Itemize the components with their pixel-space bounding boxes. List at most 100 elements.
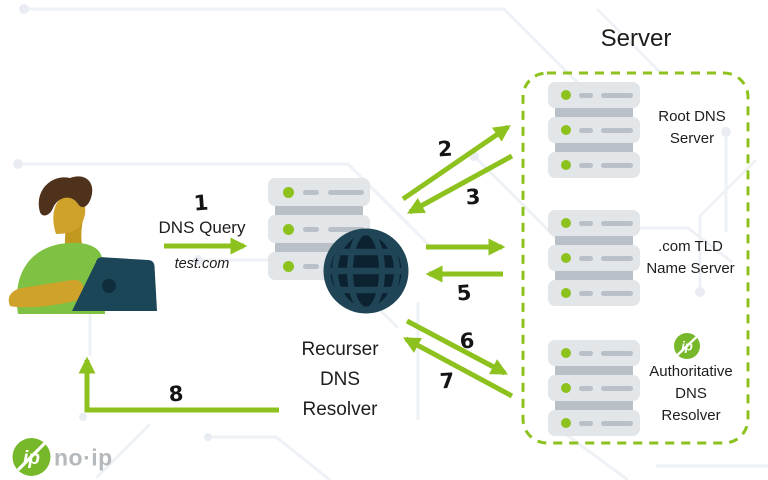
- dash: [303, 189, 319, 195]
- server-connector: [275, 206, 363, 215]
- dash: [303, 226, 319, 232]
- status-dot: [561, 218, 571, 228]
- badge-monogram: ip: [681, 339, 693, 354]
- step-3-number: 3: [464, 184, 482, 210]
- logo-wordmark: no·ip: [54, 445, 113, 471]
- resolver-label-line: Recurser: [301, 339, 379, 360]
- status-dot: [561, 348, 571, 358]
- root-dns-label-line: Root DNS: [658, 108, 726, 125]
- server-unit: [548, 152, 640, 178]
- tld-name-server: [548, 210, 640, 306]
- dash: [601, 127, 633, 133]
- dash: [579, 290, 593, 296]
- dash: [328, 189, 364, 195]
- status-dot: [283, 186, 294, 198]
- server-unit: [548, 280, 640, 306]
- tld-label: .com TLD Name Server: [628, 236, 753, 280]
- server-unit: [548, 210, 640, 236]
- status-dot: [561, 288, 571, 298]
- user-illustration: [8, 176, 157, 314]
- noip-badge-icon: ip: [674, 333, 700, 359]
- server-unit: [268, 178, 370, 206]
- dash: [601, 290, 633, 296]
- dash: [601, 220, 633, 226]
- step-5-number: 5: [455, 280, 473, 306]
- person-torso: [16, 242, 105, 314]
- arrow-step6: [405, 318, 509, 376]
- logo-monogram: ip: [23, 448, 40, 469]
- server-connector: [555, 366, 633, 375]
- dash: [328, 263, 364, 269]
- server-unit: [548, 82, 640, 108]
- resolver-label: Recurser DNS Resolver: [282, 335, 398, 425]
- server-unit: [268, 215, 370, 243]
- status-dot: [561, 253, 571, 263]
- step-8-number: 8: [167, 381, 185, 407]
- person-face: [53, 194, 86, 234]
- person-neck: [65, 216, 83, 247]
- authoritative-dns-server: [548, 340, 640, 436]
- tld-label-line: Name Server: [646, 260, 735, 277]
- server-group-title: Server: [600, 25, 672, 52]
- root-dns-server: [548, 82, 640, 178]
- query-domain-text: test.com: [174, 256, 230, 272]
- status-dot: [561, 90, 571, 100]
- dash: [579, 350, 593, 356]
- server-connector: [275, 243, 363, 252]
- dash: [579, 92, 593, 98]
- recursive-resolver-server: [268, 178, 370, 280]
- tld-label-line: .com TLD: [658, 238, 723, 255]
- resolver-label-line: DNS: [319, 369, 361, 390]
- status-dot: [561, 160, 571, 170]
- dash: [579, 220, 593, 226]
- server-connector: [555, 236, 633, 245]
- dash: [303, 263, 319, 269]
- server-unit: [548, 340, 640, 366]
- status-dot: [283, 223, 294, 235]
- authoritative-label-line: DNS: [675, 385, 707, 402]
- server-connector: [555, 401, 633, 410]
- laptop: [72, 257, 157, 311]
- server-unit: [548, 375, 640, 401]
- dash: [579, 127, 593, 133]
- authoritative-label-line: Authoritative: [649, 363, 733, 380]
- dash: [579, 255, 593, 261]
- dash: [328, 226, 364, 232]
- server-unit: [268, 252, 370, 280]
- dash: [601, 162, 633, 168]
- status-dot: [561, 125, 571, 135]
- arrow-step3: [407, 153, 514, 215]
- dns-query-label: DNS Query: [158, 218, 246, 237]
- laptop-logo: [102, 279, 116, 293]
- server-connector: [555, 108, 633, 117]
- dash: [601, 420, 633, 426]
- dash: [601, 255, 633, 261]
- authoritative-label: Authoritative DNS Resolver: [632, 361, 750, 427]
- arrow-step2: [401, 124, 511, 202]
- status-dot: [561, 383, 571, 393]
- root-dns-label-line: Server: [669, 130, 715, 147]
- server-connector: [555, 271, 633, 280]
- dash: [601, 350, 633, 356]
- server-unit: [548, 245, 640, 271]
- person-arm: [8, 279, 85, 308]
- status-dot: [561, 418, 571, 428]
- step-2-number: 2: [436, 136, 454, 162]
- server-unit: [548, 117, 640, 143]
- person-hair: [38, 176, 93, 216]
- step-1-number: 1: [192, 190, 210, 216]
- dash: [601, 92, 633, 98]
- server-unit: [548, 410, 640, 436]
- logo-circle: [12, 438, 51, 476]
- status-dot: [283, 260, 294, 272]
- dash: [579, 385, 593, 391]
- step-6-number: 6: [458, 328, 476, 354]
- server-connector: [555, 143, 633, 152]
- noip-logo: ip no·ip: [12, 438, 113, 476]
- arrow-step7: [403, 336, 514, 399]
- dash: [579, 420, 593, 426]
- dash: [601, 385, 633, 391]
- dash: [579, 162, 593, 168]
- root-dns-label: Root DNS Server: [638, 106, 746, 150]
